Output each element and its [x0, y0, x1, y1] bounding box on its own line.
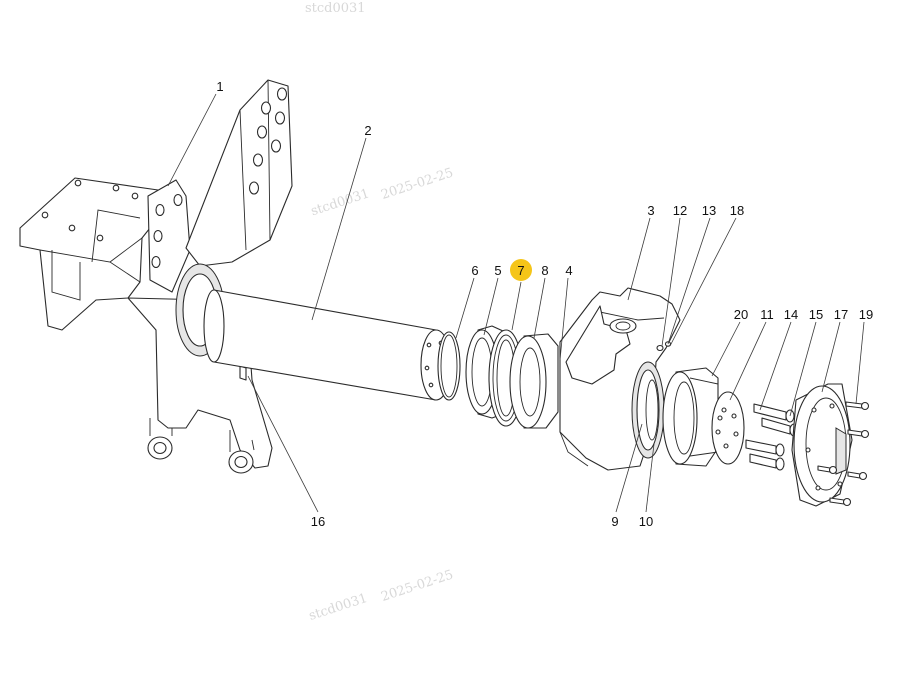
watermark-user: stcd0031	[309, 186, 371, 219]
callout-8[interactable]: 8	[541, 263, 548, 278]
callout-7[interactable]: 7	[517, 263, 524, 278]
callout-labels: 1 2 3 4 5 6 7 8 9 10 11 12 13 14 15 16 1…	[216, 79, 873, 529]
bolt-set-part-14-15	[745, 403, 799, 471]
hub-cap-part-17	[791, 383, 853, 507]
callout-3[interactable]: 3	[647, 203, 654, 218]
bearing-part-8	[509, 335, 547, 429]
callout-13[interactable]: 13	[702, 203, 716, 218]
watermark-user: stcd0031	[305, 1, 366, 16]
callout-1[interactable]: 1	[216, 79, 223, 94]
leader-lines	[167, 93, 865, 513]
watermark-user: stcd0031	[307, 591, 369, 624]
axle-housing-part-1	[19, 79, 293, 474]
callout-10[interactable]: 10	[639, 514, 653, 529]
callout-9[interactable]: 9	[611, 514, 618, 529]
screw-set-part-19	[817, 401, 870, 507]
callout-7-highlight	[510, 259, 532, 281]
wheel-hub-part-20	[662, 367, 719, 467]
callout-19[interactable]: 19	[859, 307, 873, 322]
watermark-date: 2025-02-25	[379, 165, 455, 202]
callout-2[interactable]: 2	[364, 123, 371, 138]
watermark-date: 2025-02-25	[379, 567, 455, 604]
callout-11[interactable]: 11	[760, 307, 774, 322]
callout-5[interactable]: 5	[494, 263, 501, 278]
callout-20[interactable]: 20	[734, 307, 748, 322]
hub-carrier-part-3	[559, 287, 681, 471]
o-ring-part-6	[437, 331, 461, 401]
callout-14[interactable]: 14	[784, 307, 798, 322]
callout-15[interactable]: 15	[809, 307, 823, 322]
callout-4[interactable]: 4	[565, 263, 572, 278]
callout-17[interactable]: 17	[834, 307, 848, 322]
callout-12[interactable]: 12	[673, 203, 687, 218]
seal-and-bearing-stack	[437, 325, 559, 429]
flange-part-11	[711, 391, 745, 465]
callout-6[interactable]: 6	[471, 263, 478, 278]
callout-16[interactable]: 16	[311, 514, 325, 529]
callout-18[interactable]: 18	[730, 203, 744, 218]
